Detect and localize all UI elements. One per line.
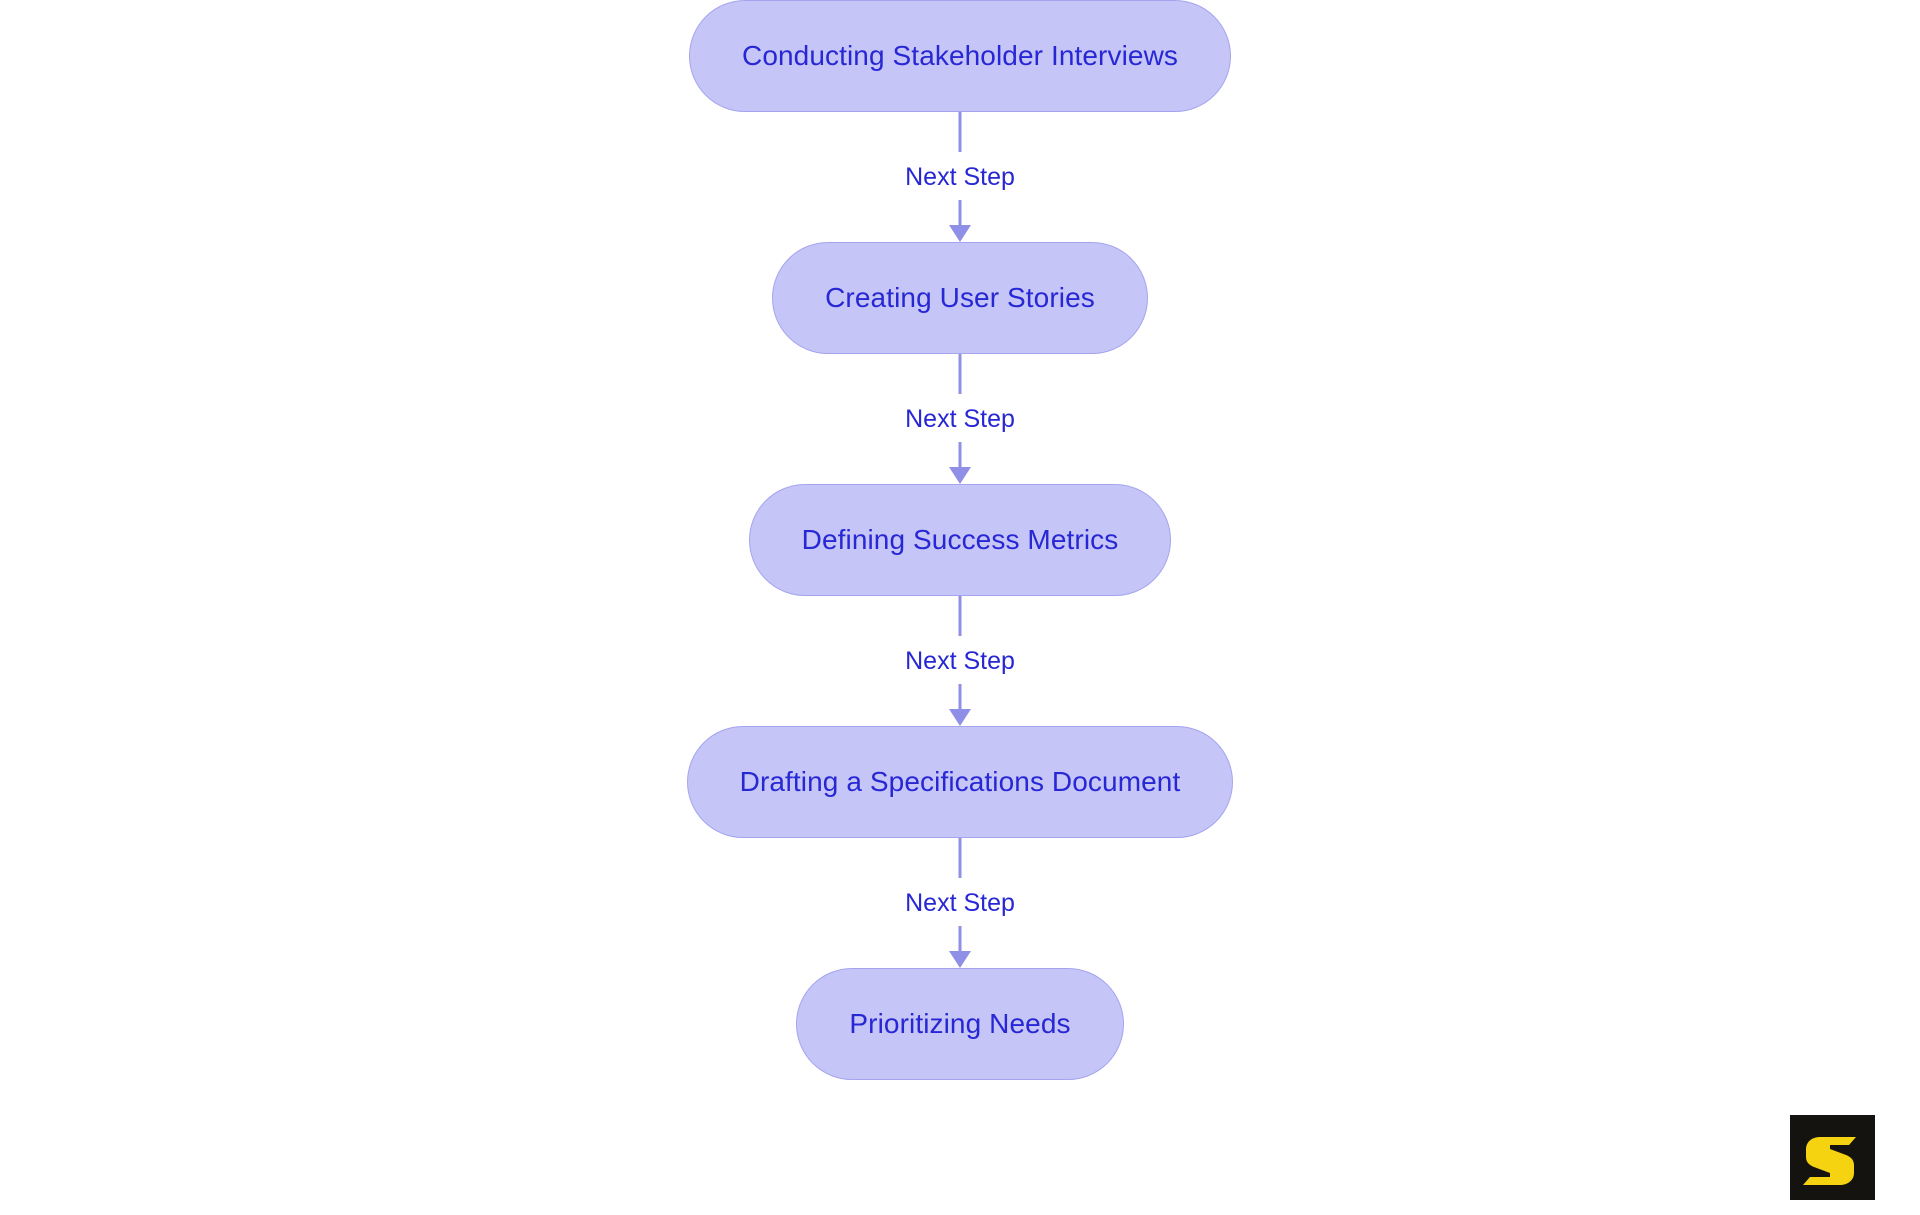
edge-line-upper [958, 838, 962, 878]
flow-node-label: Defining Success Metrics [801, 524, 1119, 555]
flow-edge-n4-n5: Next Step [830, 838, 1090, 968]
edge-line-upper [958, 596, 962, 636]
flow-edge-n1-n2: Next Step [830, 112, 1090, 242]
edge-line-upper [958, 354, 962, 394]
flow-node-conducting-stakeholder-interviews[interactable]: Conducting Stakeholder Interviews [689, 0, 1231, 112]
flow-node-label: Prioritizing Needs [849, 1008, 1071, 1039]
arrowhead-icon [949, 467, 971, 484]
edge-line-lower [958, 926, 962, 953]
edge-label: Next Step [895, 886, 1025, 920]
flow-node-creating-user-stories[interactable]: Creating User Stories [772, 242, 1148, 354]
edge-line-upper [958, 112, 962, 152]
brand-logo-icon [1790, 1115, 1875, 1200]
arrowhead-icon [949, 225, 971, 242]
arrowhead-icon [949, 709, 971, 726]
flow-node-defining-success-metrics[interactable]: Defining Success Metrics [748, 484, 1172, 596]
edge-line-lower [958, 684, 962, 711]
edge-line-lower [958, 442, 962, 469]
flow-node-label: Drafting a Specifications Document [739, 766, 1181, 797]
flow-edge-n3-n4: Next Step [830, 596, 1090, 726]
flow-edge-n2-n3: Next Step [830, 354, 1090, 484]
flow-node-prioritizing-needs[interactable]: Prioritizing Needs [796, 968, 1124, 1080]
flow-node-drafting-a-specifications-document[interactable]: Drafting a Specifications Document [686, 726, 1234, 838]
edge-label: Next Step [895, 160, 1025, 194]
edge-label: Next Step [895, 402, 1025, 436]
edge-label: Next Step [895, 644, 1025, 678]
flow-node-label: Conducting Stakeholder Interviews [742, 40, 1178, 71]
flow-node-label: Creating User Stories [825, 282, 1095, 313]
edge-line-lower [958, 200, 962, 227]
arrowhead-icon [949, 951, 971, 968]
flowchart: Conducting Stakeholder Interviews Next S… [686, 0, 1234, 1080]
